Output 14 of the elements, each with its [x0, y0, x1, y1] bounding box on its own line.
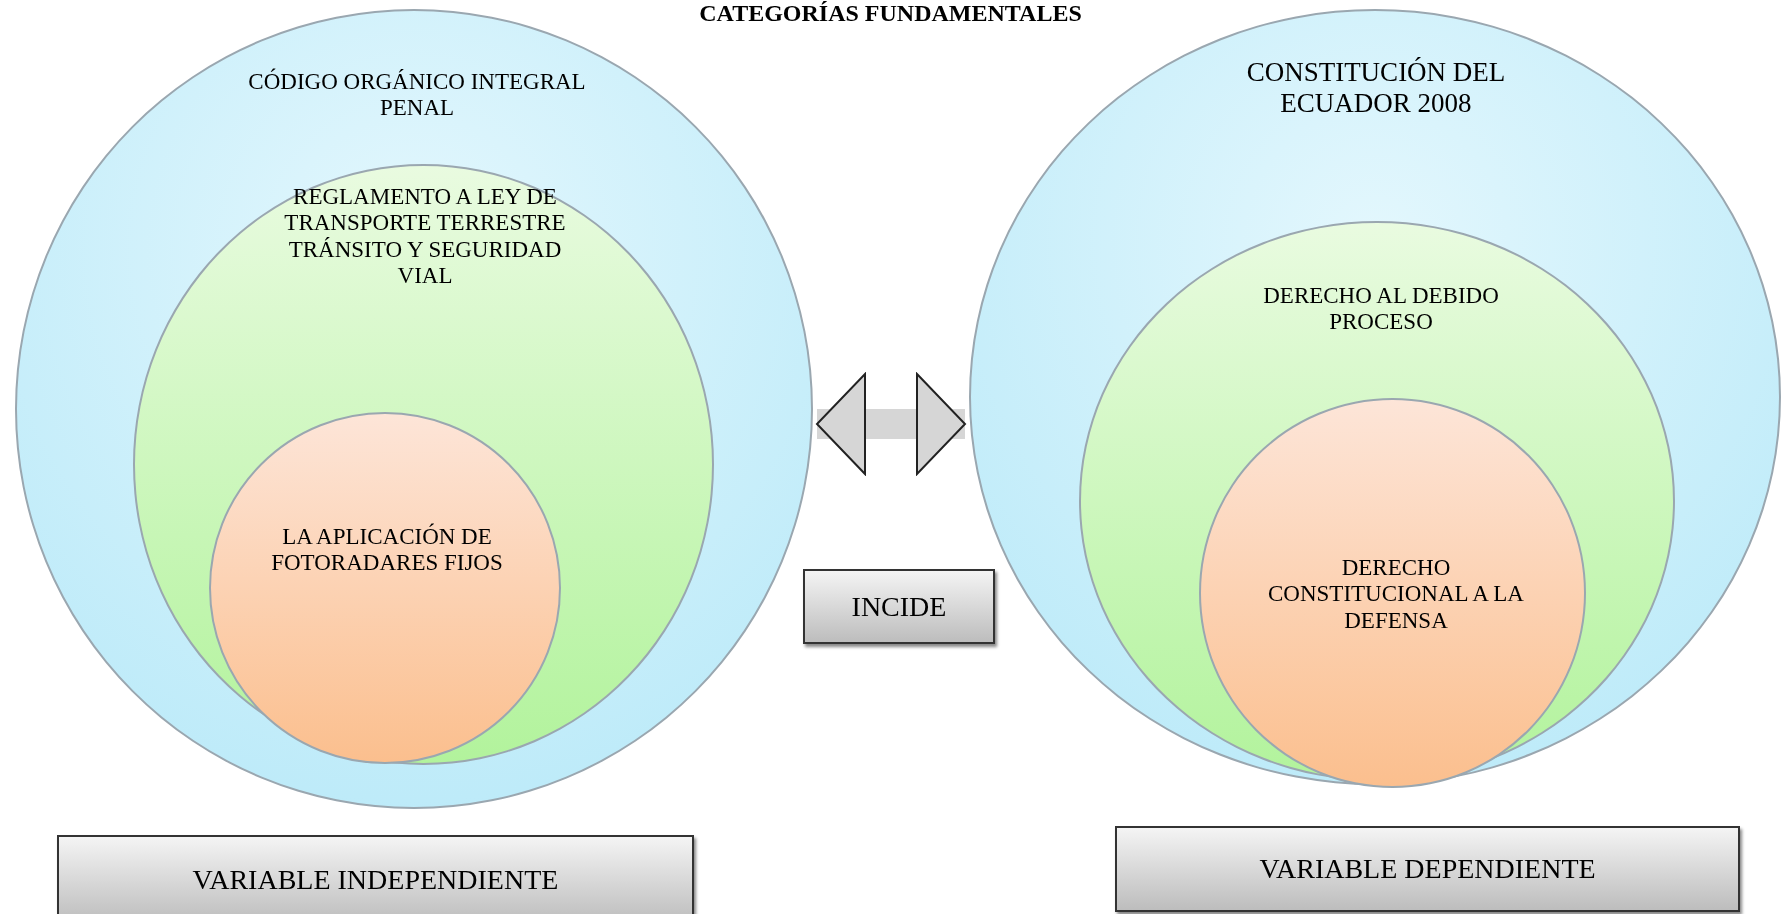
diagram-title: CATEGORÍAS FUNDAMENTALES	[698, 0, 1083, 27]
label-box	[57, 835, 694, 914]
node-text: DERECHO CONSTITUCIONAL A LA DEFENSA	[1267, 555, 1525, 635]
node-text: VARIABLE DEPENDIENTE	[1259, 853, 1596, 885]
node-text: LA APLICACIÓN DE FOTORADARES FIJOS	[270, 524, 504, 577]
node-text: DERECHO AL DEBIDO PROCESO	[1262, 283, 1500, 336]
label-box	[1115, 826, 1740, 912]
node-text: INCIDE	[851, 590, 947, 623]
node-text: REGLAMENTO A LEY DE TRANSPORTE TERRESTRE TRÁNSITO Y SEGURIDAD VIAL	[283, 184, 567, 290]
node-text: CÓDIGO ORGÁNICO INTEGRAL PENAL	[247, 69, 587, 122]
node-text: VARIABLE INDEPENDIENTE	[192, 864, 559, 896]
label-box	[803, 569, 995, 644]
double-arrow	[816, 373, 966, 475]
node-text: CONSTITUCIÓN DEL ECUADOR 2008	[1245, 57, 1507, 120]
